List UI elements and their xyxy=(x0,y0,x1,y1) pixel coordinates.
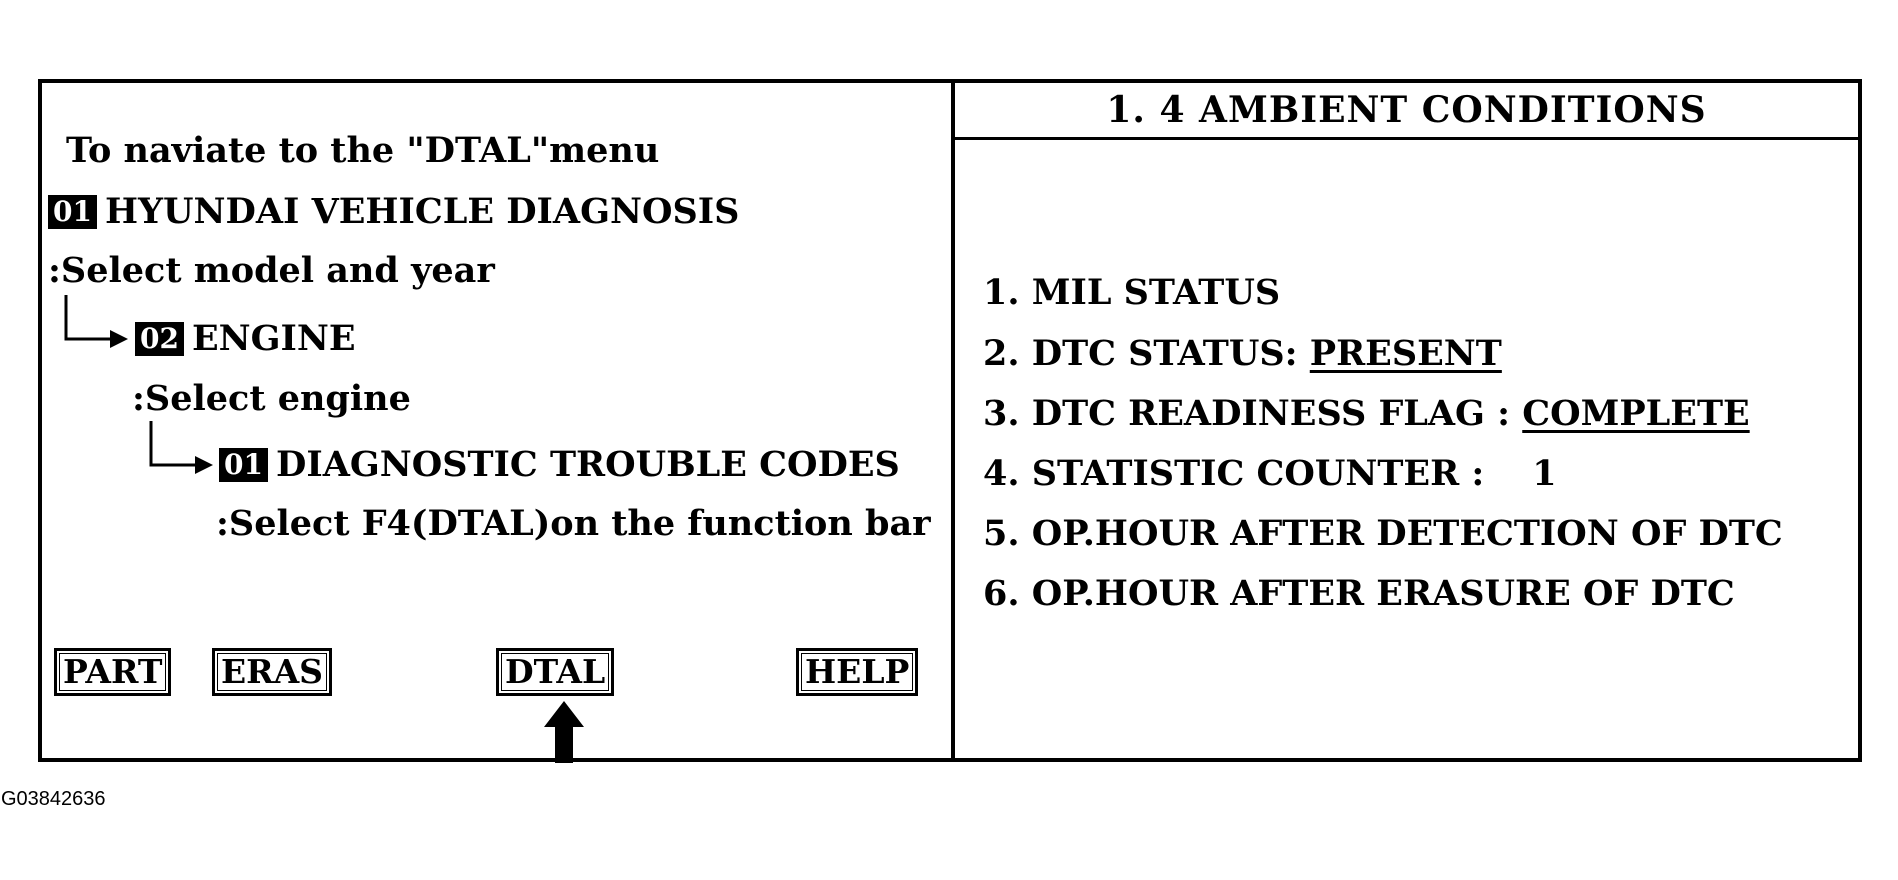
status-item-readiness-flag: 3. DTC READINESS FLAG : COMPLETE xyxy=(983,394,1750,434)
intro-text: To naviate to the "DTAL"menu xyxy=(66,130,660,171)
menu-item-label: HYUNDAI VEHICLE DIAGNOSIS xyxy=(104,191,740,232)
instruction-select-f4: :Select F4(DTAL)on the function bar xyxy=(216,503,931,544)
figure-id: G03842636 xyxy=(1,788,106,810)
menu-number-badge: 02 xyxy=(135,322,184,356)
item-label: 5. OP.HOUR AFTER DETECTION OF DTC xyxy=(983,513,1783,554)
connector-arrow-icon xyxy=(149,421,213,474)
item-label: 4. STATISTIC COUNTER : xyxy=(983,453,1485,494)
function-key-part[interactable]: PART xyxy=(54,648,172,696)
instruction-select-model: :Select model and year xyxy=(48,250,495,291)
item-value: PRESENT xyxy=(1309,333,1502,374)
function-key-help[interactable]: HELP xyxy=(796,648,919,696)
status-item-dtc-status: 2. DTC STATUS: PRESENT xyxy=(983,334,1502,374)
item-label: 2. DTC STATUS: xyxy=(983,333,1310,374)
item-label: 1. MIL STATUS xyxy=(983,272,1281,313)
status-item-hour-after-erasure: 6. OP.HOUR AFTER ERASURE OF DTC xyxy=(983,574,1735,614)
status-item-mil: 1. MIL STATUS xyxy=(983,273,1280,313)
item-label: 6. OP.HOUR AFTER ERASURE OF DTC xyxy=(983,573,1735,614)
panel-title: 1. 4 AMBIENT CONDITIONS xyxy=(955,83,1858,140)
status-item-hour-after-detection: 5. OP.HOUR AFTER DETECTION OF DTC xyxy=(983,514,1783,554)
menu-number-badge: 01 xyxy=(219,448,268,482)
up-arrow-icon xyxy=(544,701,584,763)
item-label: 3. DTC READINESS FLAG : xyxy=(983,393,1523,434)
status-item-statistic-counter: 4. STATISTIC COUNTER : 1 xyxy=(983,454,1557,494)
instruction-select-engine: :Select engine xyxy=(132,378,411,419)
menu-item-label: ENGINE xyxy=(191,318,356,359)
function-key-dtal[interactable]: DTAL xyxy=(496,648,615,696)
connector-arrow-icon xyxy=(64,295,128,348)
ambient-conditions-panel: 1. 4 AMBIENT CONDITIONS 1. MIL STATUS 2.… xyxy=(955,83,1858,758)
menu-item-label: DIAGNOSTIC TROUBLE CODES xyxy=(275,444,900,485)
menu-number-badge: 01 xyxy=(48,195,97,229)
function-key-eras[interactable]: ERAS xyxy=(212,648,333,696)
item-value: COMPLETE xyxy=(1522,393,1750,434)
item-value: 1 xyxy=(1532,453,1557,494)
